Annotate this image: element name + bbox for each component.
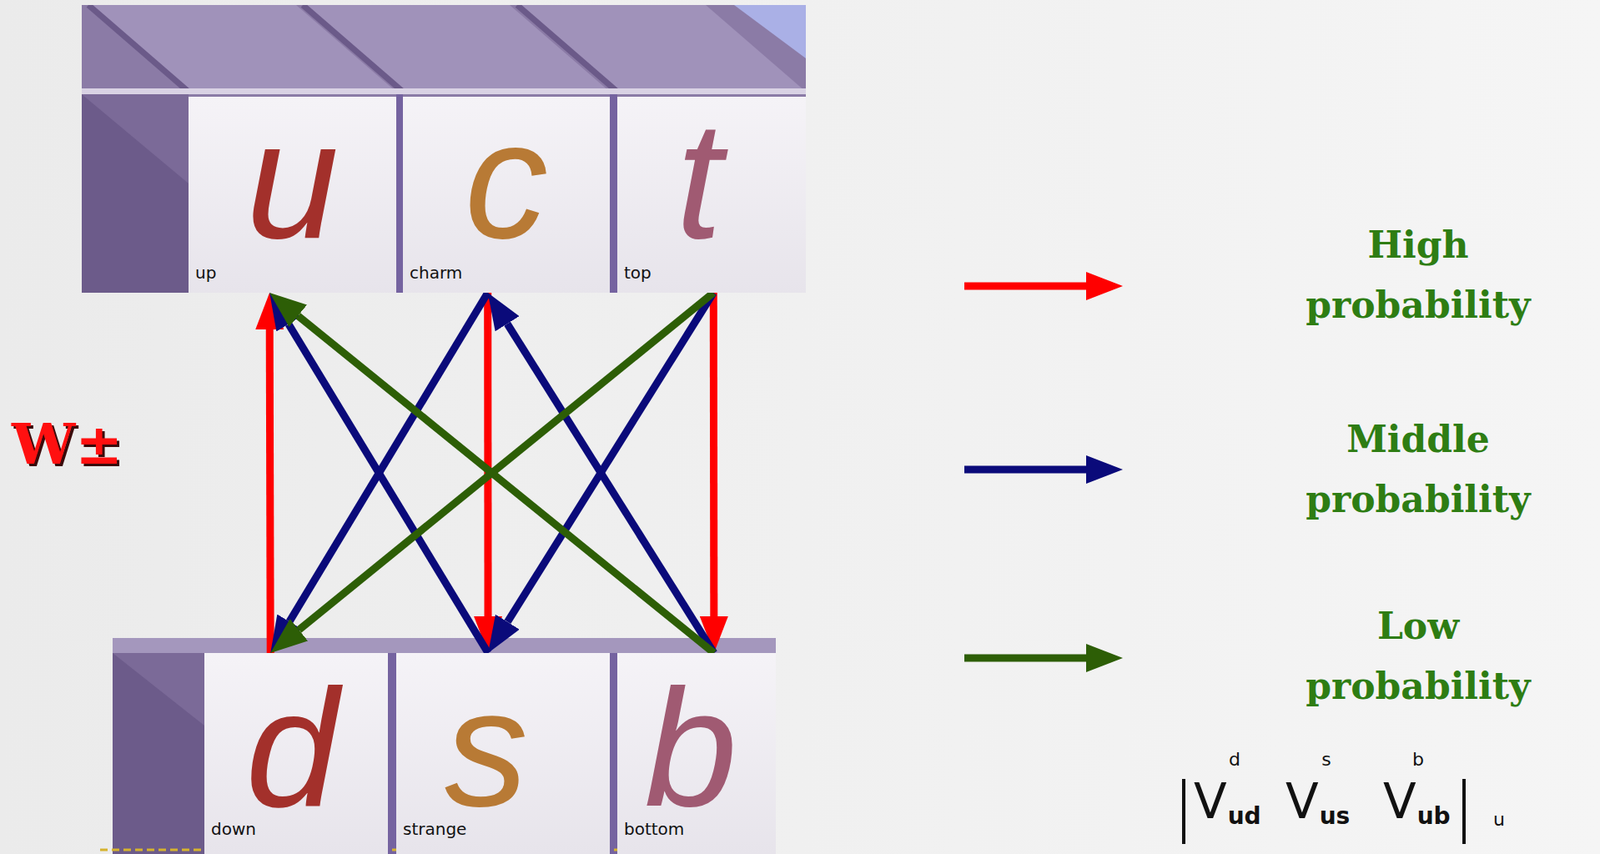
- label-slot: u: [1493, 809, 1505, 831]
- legend-arrow-sample: [964, 641, 1123, 675]
- quark-name: bottom: [617, 820, 776, 839]
- box-top: [112, 638, 776, 654]
- matrix-bar: [1182, 779, 1186, 845]
- transition-arrow: [709, 292, 719, 617]
- shelf-frame: [81, 5, 806, 293]
- transition-arrow: [266, 329, 275, 654]
- legend-text: High probability: [1276, 215, 1560, 336]
- label-slot: V: [1193, 775, 1228, 828]
- legend-arrow-shaft: [964, 466, 1088, 474]
- lower-quark-shelf: [112, 638, 776, 854]
- matrix-row-header: u: [1493, 809, 1505, 831]
- legend-arrow-shaft: [964, 654, 1088, 663]
- label-slot: V: [1285, 775, 1319, 828]
- transition-arrow: [483, 292, 492, 617]
- boson-label: W±: [11, 410, 123, 478]
- matrix-column-header: b: [1412, 749, 1424, 771]
- box-top-highlight: [734, 5, 806, 59]
- legend-text: Low probability: [1276, 596, 1560, 717]
- legend-arrow-head: [1086, 644, 1123, 673]
- quark-symbol: t: [617, 96, 806, 264]
- box-side-shade: [81, 94, 189, 293]
- box-divider: [609, 653, 618, 854]
- box-edge: [302, 5, 403, 92]
- quark-box: sstrange: [396, 653, 610, 854]
- label-slot: d: [1228, 749, 1241, 771]
- transition-arrow: [297, 316, 715, 654]
- quark-symbol: c: [402, 96, 610, 264]
- matrix-column-header: d: [1228, 749, 1241, 771]
- label-slot: W±: [11, 410, 123, 478]
- box-side-shade: [112, 653, 205, 854]
- legend-arrow-head: [1086, 271, 1123, 301]
- label-slot: ub: [1417, 804, 1451, 830]
- matrix-subscript: ud: [1227, 804, 1262, 830]
- quark-name: top: [617, 263, 806, 282]
- shelf-frame: [112, 638, 776, 854]
- quark-name: strange: [396, 820, 610, 839]
- legend-text: Middle probability: [1276, 409, 1560, 530]
- label-slot: b: [1412, 749, 1424, 771]
- box-divider: [396, 94, 403, 293]
- legend-arrow-sample: [964, 269, 1123, 303]
- matrix-element: V: [1193, 775, 1228, 828]
- quark-name: up: [188, 263, 397, 282]
- quark-name: down: [204, 820, 388, 839]
- quark-box: bbottom: [617, 653, 776, 854]
- quark-symbol: u: [188, 96, 397, 264]
- quark-symbol: d: [204, 664, 388, 832]
- matrix-element: V: [1383, 775, 1417, 828]
- box-side: [81, 94, 189, 293]
- quark-box: ddown: [204, 653, 388, 854]
- matrix-column-header: s: [1321, 749, 1331, 771]
- box-edge: [88, 5, 189, 92]
- quark-name: charm: [402, 263, 610, 282]
- transition-arrow: [289, 292, 489, 622]
- legend-arrow-head: [1086, 455, 1123, 484]
- legend-entry: Middle probability: [1276, 409, 1560, 530]
- label-slot: s: [1321, 749, 1331, 771]
- upper-quark-shelf: [81, 5, 806, 293]
- legend-arrow-shaft: [964, 282, 1088, 291]
- box-side: [112, 653, 205, 854]
- matrix-element: V: [1285, 775, 1319, 828]
- matrix-subscript: ub: [1417, 804, 1451, 830]
- quark-symbol: s: [396, 664, 610, 832]
- legend-entry: Low probability: [1276, 596, 1560, 717]
- quark-box: ccharm: [402, 96, 610, 293]
- label-slot: ud: [1227, 804, 1262, 830]
- quark-box: uup: [188, 96, 397, 293]
- box-edge: [517, 5, 618, 92]
- label-slot: V: [1383, 775, 1417, 828]
- transition-arrow: [288, 324, 489, 654]
- legend-entry: High probability: [1276, 215, 1560, 336]
- transition-arrow: [298, 292, 714, 630]
- matrix-bar: [1462, 779, 1466, 845]
- label-slot: us: [1319, 804, 1351, 830]
- box-top: [517, 5, 806, 92]
- quark-box: ttop: [617, 96, 806, 293]
- box-divider: [387, 653, 397, 854]
- box-divider: [609, 94, 618, 293]
- quark-symbol: b: [617, 664, 776, 832]
- legend-arrow-sample: [964, 452, 1123, 487]
- shelf-highlight: [81, 88, 806, 95]
- matrix-subscript: us: [1319, 804, 1351, 830]
